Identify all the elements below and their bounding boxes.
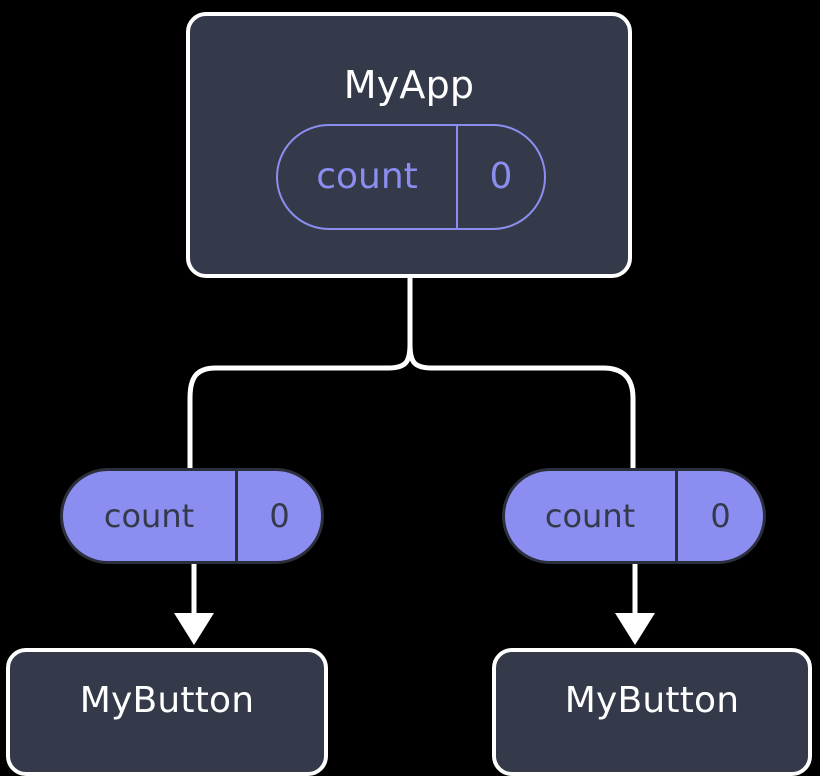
state-pill-child-left[interactable]: count 0 [60, 468, 324, 564]
node-myapp[interactable]: MyApp [186, 12, 632, 278]
arrow-right-head [615, 613, 655, 645]
state-pill-myapp[interactable]: count 0 [276, 124, 546, 230]
node-mybutton-left-label: MyButton [79, 680, 255, 721]
state-pill-child-right-value: 0 [710, 497, 731, 535]
node-myapp-label: MyApp [343, 63, 475, 107]
state-pill-myapp-key: count [278, 126, 458, 228]
node-mybutton-right[interactable]: MyButton [492, 648, 812, 776]
node-mybutton-right-label: MyButton [564, 680, 740, 721]
state-pill-child-left-key: count [63, 471, 238, 561]
state-pill-myapp-value: 0 [489, 156, 513, 197]
arrow-left-head [174, 613, 214, 645]
state-pill-child-right[interactable]: count 0 [502, 468, 766, 564]
connector-fork-left-branch [187, 341, 413, 473]
node-mybutton-left[interactable]: MyButton [6, 648, 328, 776]
state-pill-child-left-value: 0 [269, 497, 290, 535]
connector-trunk-and-fork [407, 275, 636, 473]
state-pill-child-right-key: count [505, 471, 678, 561]
